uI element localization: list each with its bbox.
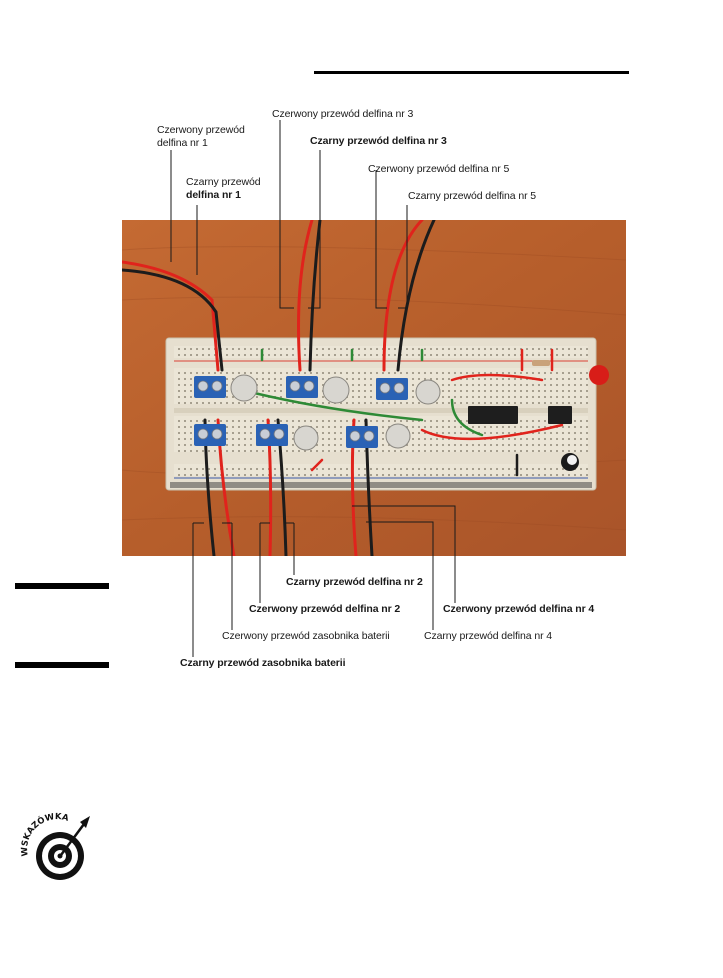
ic-chip-large [468, 406, 518, 424]
target-dart-icon: WSKAZÓWKA [20, 812, 90, 880]
label-red-wire-dolphin-2: Czerwony przewód delfina nr 2 [249, 603, 400, 616]
label-black-wire-dolphin-1: Czarny przewód delfina nr 1 [186, 176, 261, 202]
label-black-wire-battery: Czarny przewód zasobnika baterii [180, 657, 346, 670]
label-line: Czarny przewód delfina nr 4 [424, 630, 553, 642]
label-red-wire-dolphin-1: Czerwony przewód delfina nr 1 [157, 124, 245, 150]
red-led [589, 365, 609, 385]
margin-rule-top [15, 583, 109, 589]
label-black-wire-dolphin-3: Czarny przewód delfina nr 3 [310, 135, 447, 148]
label-black-wire-dolphin-5: Czarny przewód delfina nr 5 [408, 190, 536, 203]
label-line: delfina nr 1 [186, 189, 241, 201]
breadboard-photo [122, 220, 626, 556]
label-black-wire-dolphin-2: Czarny przewód delfina nr 2 [286, 576, 423, 589]
label-line: Czarny przewód [186, 176, 261, 188]
label-red-wire-battery: Czerwony przewód zasobnika baterii [222, 630, 390, 643]
header-rule [314, 71, 629, 74]
label-line: delfina nr 1 [157, 137, 208, 149]
label-line: Czerwony przewód delfina nr 4 [443, 603, 595, 615]
label-red-wire-dolphin-3: Czerwony przewód delfina nr 3 [272, 108, 413, 121]
ic-chip-small [548, 406, 572, 424]
label-red-wire-dolphin-4: Czerwony przewód delfina nr 4 [443, 603, 594, 616]
label-line: Czarny przewód delfina nr 3 [310, 135, 447, 147]
margin-rule-bottom [15, 662, 109, 668]
label-black-wire-dolphin-4: Czarny przewód delfina nr 4 [424, 630, 552, 643]
label-line: Czerwony przewód delfina nr 5 [368, 163, 510, 175]
label-red-wire-dolphin-5: Czerwony przewód delfina nr 5 [368, 163, 509, 176]
label-line: Czarny przewód delfina nr 2 [286, 576, 423, 588]
label-line: Czarny przewód delfina nr 5 [408, 190, 537, 202]
label-line: Czerwony przewód delfina nr 2 [249, 603, 401, 615]
label-line: Czerwony przewód [157, 124, 245, 136]
label-line: Czerwony przewód delfina nr 3 [272, 108, 414, 120]
label-line: Czarny przewód zasobnika baterii [180, 657, 346, 669]
label-line: Czerwony przewód zasobnika baterii [222, 630, 390, 642]
